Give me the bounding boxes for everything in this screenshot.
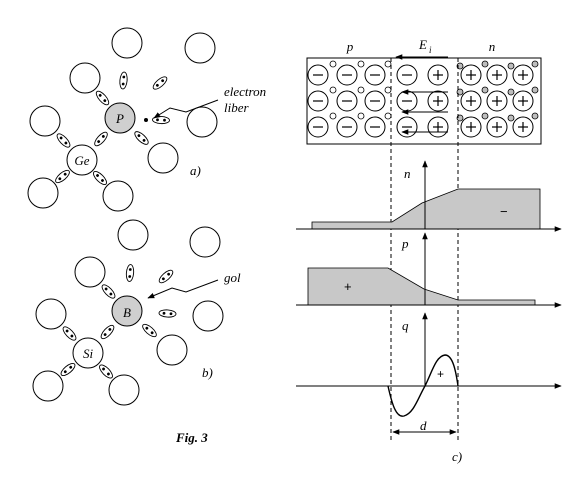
lattice-atom	[147, 142, 179, 174]
lattice-atom	[32, 370, 64, 402]
panel-a-dopant-label: P	[115, 111, 124, 126]
free-electron	[507, 88, 515, 96]
field-arrows	[401, 89, 448, 135]
q-plot-sign: +	[437, 367, 444, 381]
free-electron	[507, 114, 515, 122]
lattice-atom	[186, 106, 218, 138]
panel-c-label: c)	[452, 449, 462, 464]
hole-density-shade	[307, 267, 536, 306]
q-plot-label: q	[402, 318, 409, 333]
covalent-bond	[125, 264, 135, 282]
covalent-bond	[56, 133, 71, 148]
hole-annotation: gol	[224, 270, 241, 285]
n-plot-sign: −	[500, 204, 508, 219]
hole	[329, 86, 337, 94]
width-label: d	[420, 418, 427, 433]
lattice-atom	[29, 105, 61, 137]
covalent-bond	[100, 324, 115, 340]
hole-arrow	[147, 279, 219, 299]
lattice-atom	[184, 32, 216, 64]
p-plot-label: p	[401, 236, 409, 251]
hole	[384, 112, 392, 120]
charge-density-curve	[387, 354, 459, 417]
n-plot-label: n	[404, 166, 411, 181]
hole	[384, 86, 392, 94]
covalent-bond	[99, 364, 113, 379]
lattice-atom	[35, 298, 67, 330]
panel-a-lattice	[27, 27, 218, 212]
free-electron-dot	[144, 118, 148, 122]
hole	[357, 86, 365, 94]
covalent-bond	[55, 169, 70, 184]
free-electron	[507, 62, 515, 70]
lattice-atom	[108, 374, 140, 406]
host-atom	[66, 144, 98, 176]
figure-caption: Fig. 3	[175, 430, 208, 445]
lattice-atom	[27, 177, 59, 209]
panel-a-host-label: Ge	[74, 153, 89, 168]
panel-a-label: a)	[190, 163, 201, 178]
lattice-atom	[156, 334, 188, 366]
hole	[357, 60, 365, 68]
covalent-bond	[101, 284, 116, 299]
covalent-bond	[158, 309, 177, 318]
panel-b-dopant-label: B	[123, 305, 131, 320]
region-p-label: p	[346, 39, 354, 54]
free-electron	[531, 86, 539, 94]
dopant-atom	[104, 102, 136, 134]
covalent-bond	[95, 90, 110, 106]
hole	[329, 60, 337, 68]
free-electron	[481, 86, 489, 94]
hole	[357, 112, 365, 120]
hole	[384, 60, 392, 68]
covalent-bond	[152, 76, 168, 90]
electron-annotation-line2: liber	[224, 100, 249, 115]
field-label: E i	[418, 37, 432, 55]
covalent-bond	[93, 171, 107, 185]
covalent-bond	[94, 131, 108, 147]
panel-b-lattice	[32, 219, 224, 406]
electron-density-shade	[311, 188, 541, 230]
lattice-atom	[74, 256, 106, 288]
lattice-atom	[111, 27, 143, 59]
field-symbol: E	[418, 37, 427, 52]
lattice-atom	[192, 300, 224, 332]
dopant-atom	[111, 295, 143, 327]
lattice-atom	[69, 62, 101, 94]
covalent-bond	[142, 323, 157, 338]
free-electron	[481, 112, 489, 120]
p-plot-sign: +	[344, 279, 352, 294]
free-electron	[531, 112, 539, 120]
electron-annotation-line1: electron	[224, 84, 266, 99]
covalent-bond	[62, 326, 77, 341]
covalent-bond	[158, 269, 174, 284]
free-electron	[481, 60, 489, 68]
covalent-bond	[134, 131, 149, 145]
free-electron	[531, 60, 539, 68]
lattice-atom	[102, 180, 134, 212]
panel-b-label: b)	[202, 365, 213, 380]
region-n-label: n	[489, 39, 496, 54]
lattice-atom	[117, 219, 149, 251]
panel-b-host-label: Si	[83, 346, 94, 361]
electron-arrow	[153, 99, 219, 119]
field-subscript: i	[429, 45, 432, 55]
hole	[329, 112, 337, 120]
lattice-atom	[189, 226, 221, 258]
covalent-bond	[60, 362, 76, 377]
host-atom	[72, 337, 104, 369]
covalent-bond	[119, 71, 128, 90]
